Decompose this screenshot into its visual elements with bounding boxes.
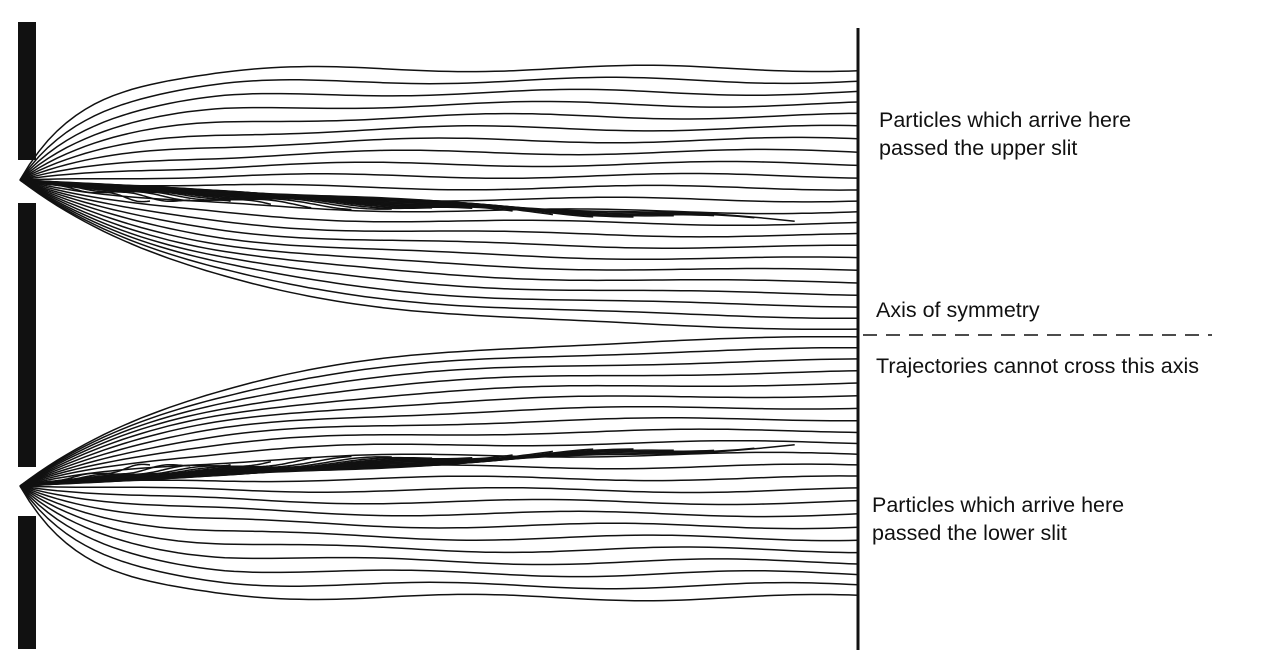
lower-slit-label: Particles which arrive here passed the l… <box>872 491 1124 547</box>
trajectory-line <box>19 64 859 181</box>
trajectory-line <box>19 179 859 238</box>
trajectory-line <box>19 179 859 203</box>
trajectory-line <box>19 179 859 297</box>
trajectory-line <box>19 179 859 308</box>
trajectory-line <box>19 485 859 578</box>
trajectory-line <box>19 148 859 181</box>
trajectory-line <box>19 439 859 487</box>
trajectory-line <box>19 417 859 487</box>
trajectory-line <box>19 394 859 487</box>
trajectory-line <box>19 485 859 566</box>
trajectory-line <box>19 485 859 494</box>
trajectory-line <box>19 485 859 590</box>
trajectory-line <box>19 405 859 487</box>
trajectory-line <box>19 179 859 272</box>
upper-slit-label-line2: passed the upper slit <box>879 136 1078 160</box>
trajectory-line <box>19 451 859 487</box>
trajectory-line <box>19 76 859 181</box>
trajectory-line <box>19 443 795 487</box>
trajectory-line <box>19 358 859 487</box>
barrier-middle-segment <box>18 203 36 467</box>
trajectory-line <box>19 172 859 181</box>
lower-slit-label-line1: Particles which arrive here <box>872 493 1125 517</box>
trajectory-line <box>19 179 859 284</box>
trajectory-line <box>19 136 859 181</box>
trajectory-line <box>19 179 859 261</box>
trajectory-line <box>19 485 859 602</box>
trajectory-line <box>19 88 859 181</box>
trajectory-line <box>19 485 859 506</box>
trajectory-line <box>19 463 859 487</box>
upper-slit-trajectories <box>19 64 859 331</box>
trajectory-line <box>19 485 859 530</box>
trajectory-line <box>19 382 859 487</box>
trajectory-line <box>19 179 859 249</box>
trajectory-line <box>19 160 859 181</box>
trajectory-line <box>19 428 859 487</box>
trajectory-line <box>19 485 859 542</box>
axis-of-symmetry-label: Axis of symmetry <box>876 298 1040 322</box>
trajectory-line <box>19 485 858 554</box>
lower-slit-label-line2: passed the lower slit <box>872 521 1067 545</box>
trajectory-line <box>19 124 859 181</box>
trajectory-line <box>19 179 795 223</box>
trajectory-line <box>19 179 858 191</box>
trajectory-line <box>19 475 858 487</box>
trajectory-line <box>19 112 858 181</box>
slit-barrier <box>18 22 36 649</box>
barrier-top-segment <box>18 22 36 160</box>
trajectory-line <box>19 346 858 487</box>
upper-slit-label: Particles which arrive here passed the u… <box>879 106 1131 162</box>
trajectory-line <box>19 179 859 331</box>
trajectory-line <box>19 179 859 227</box>
trajectory-line <box>19 335 859 487</box>
no-crossing-label: Trajectories cannot cross this axis <box>876 354 1200 378</box>
lower-slit-trajectories <box>19 335 859 602</box>
trajectory-line <box>19 179 858 320</box>
trajectory-line <box>19 485 859 518</box>
trajectory-line <box>19 100 859 181</box>
upper-slit-label-line1: Particles which arrive here <box>879 108 1132 132</box>
barrier-bottom-segment <box>18 516 36 649</box>
trajectory-line <box>19 179 859 215</box>
trajectory-line <box>19 369 859 487</box>
